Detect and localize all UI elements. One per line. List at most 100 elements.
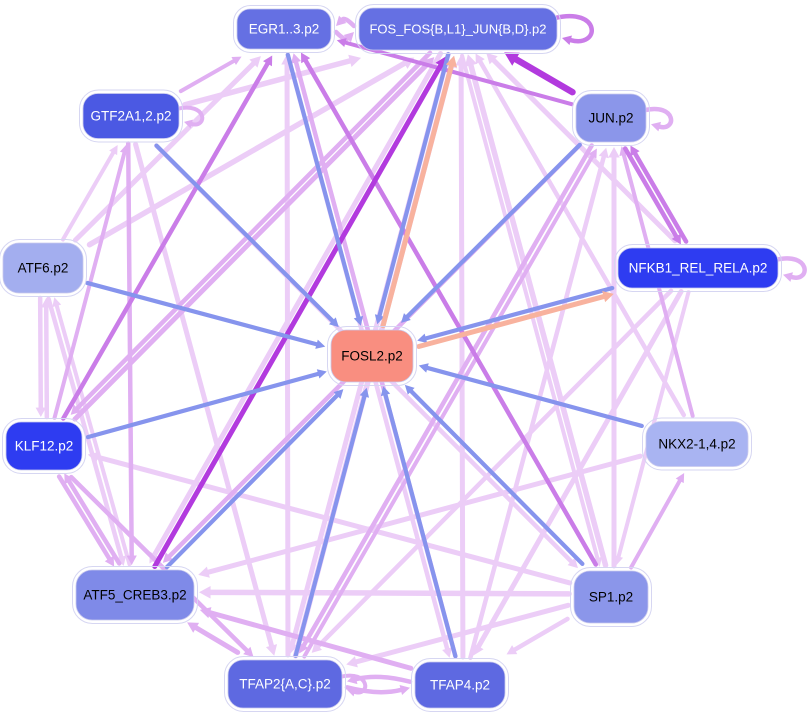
arrowhead-nkx2-atf5 <box>198 566 210 578</box>
edge-jun-tfap2 <box>301 143 594 648</box>
edge-nfkb-fos <box>491 57 678 244</box>
self-loop-arrowhead-jun <box>651 121 661 132</box>
node-box-tfap2[interactable] <box>227 659 343 709</box>
node-ring-atf5 <box>72 566 198 624</box>
arrowhead-sp1-egr <box>300 52 311 64</box>
node-ring-sp1 <box>570 567 652 627</box>
node-box-atf5[interactable] <box>75 569 195 621</box>
edge-gtf2a-fos <box>182 58 353 108</box>
node-nkx2[interactable]: NKX2-1,4.p2 <box>642 417 752 471</box>
edge-fosl2-fos <box>380 63 454 329</box>
node-box-egr[interactable] <box>236 8 332 50</box>
self-loop-gtf2a <box>175 105 205 127</box>
edge-fosl2-nfkb <box>416 294 607 349</box>
arrowhead-nfkb-tfap2 <box>311 642 322 653</box>
edge-gtf2a-atf5 <box>125 141 134 558</box>
node-box-gtf2a[interactable] <box>82 93 180 139</box>
arrowhead-klf12-egr <box>263 55 273 67</box>
node-ring-egr <box>233 5 335 53</box>
edge-sp1-tfap4 <box>512 616 570 652</box>
node-label-jun: JUN.p2 <box>588 111 633 126</box>
node-sp1[interactable]: SP1.p2 <box>570 567 652 627</box>
node-label-tfap2: TFAP2{A,C}.p2 <box>239 677 331 692</box>
edge-sp1-tfap2 <box>353 602 571 665</box>
arrowhead-jun-fosl2 <box>401 313 411 323</box>
arrowhead-fos-fosl2 <box>374 314 385 325</box>
self-loop-arrowhead-gtf2a <box>184 119 193 129</box>
arrowhead-egr-fosl2 <box>353 315 364 326</box>
node-box-sp1[interactable] <box>573 570 649 624</box>
node-ring-gtf2a <box>79 89 183 143</box>
arrowhead-nfkb-tfap4 <box>473 643 484 656</box>
self-loop-arrowhead-tfap2 <box>347 687 356 697</box>
node-box-atf6[interactable] <box>2 242 84 294</box>
arrowhead-tfap4-egr <box>291 53 302 64</box>
edge-tfap4-atf5 <box>207 610 414 671</box>
arrowhead-jun-tfap2 <box>299 642 309 654</box>
edge-nfkb-tfap4 <box>476 289 684 649</box>
node-nfkb[interactable]: NFKB1_REL_RELA.p2 <box>614 244 782 292</box>
edge-fos-egr <box>340 16 357 29</box>
arrowhead-sp1-tfap2 <box>346 656 358 668</box>
node-atf5[interactable]: ATF5_CREB3.p2 <box>72 566 198 624</box>
node-label-gtf2a: GTF2A1,2.p2 <box>90 109 171 124</box>
node-ring-fos <box>355 4 561 54</box>
node-box-fos[interactable] <box>358 7 558 51</box>
arrowhead-tfap4-fosl2 <box>380 386 391 397</box>
arrowhead-klf12-fosl2 <box>316 369 327 379</box>
arrowhead-sp1-atf5 <box>199 585 211 599</box>
arrowhead-gtf2a-egr <box>231 56 242 66</box>
edge-jun-fosl2 <box>405 142 582 319</box>
node-box-tfap4[interactable] <box>414 661 506 709</box>
arrowhead-sp1-klf12 <box>87 451 100 463</box>
node-gtf2a[interactable]: GTF2A1,2.p2 <box>79 89 183 143</box>
edge-atf6-fos <box>86 60 408 248</box>
node-fosl2[interactable]: FOSL2.p2 <box>327 326 417 386</box>
node-jun[interactable]: JUN.p2 <box>572 90 650 146</box>
node-label-sp1: SP1.p2 <box>589 590 633 605</box>
edge-klf12-fosl2 <box>85 371 321 440</box>
edge-atf6-fosl2 <box>85 280 319 347</box>
node-box-fosl2[interactable] <box>330 329 414 383</box>
edge-atf6-klf12 <box>37 295 44 410</box>
node-tfap2[interactable]: TFAP2{A,C}.p2 <box>224 656 346 712</box>
edge-nkx2-fosl2 <box>425 365 644 429</box>
node-egr[interactable]: EGR1..3.p2 <box>233 5 335 53</box>
self-loop-arrowhead-fos <box>562 35 572 46</box>
arrowhead-egr-tfap4 <box>442 647 453 658</box>
node-label-fosl2: FOSL2.p2 <box>341 349 403 364</box>
edge-tfap2-jun <box>302 154 595 659</box>
self-loop-tfap2 <box>338 673 368 695</box>
node-box-jun[interactable] <box>575 93 647 143</box>
edge-atf5-fos <box>152 63 444 569</box>
edge-nfkb-jun <box>632 151 689 244</box>
node-ring-atf6 <box>0 239 87 297</box>
node-label-tfap4: TFAP4.p2 <box>430 678 490 693</box>
arrowhead-tfap2-atf5 <box>187 622 200 633</box>
arrowhead-nfkb-sp1 <box>614 555 624 566</box>
node-tfap4[interactable]: TFAP4.p2 <box>411 658 509 712</box>
node-atf6[interactable]: ATF6.p2 <box>0 239 87 297</box>
node-box-nfkb[interactable] <box>617 247 779 289</box>
arrowhead-nfkb-fos <box>486 52 498 65</box>
arrowhead-tfap2-fosl2 <box>359 387 370 398</box>
arrowhead-atf6-egr <box>249 56 261 68</box>
node-label-nkx2: NKX2-1,4.p2 <box>658 437 735 452</box>
node-box-klf12[interactable] <box>5 421 83 471</box>
edge-egr-fosl2 <box>285 52 361 320</box>
edge-nfkb-tfap2 <box>316 288 674 649</box>
self-loop-nfkb <box>773 256 807 280</box>
node-box-nkx2[interactable] <box>645 421 749 467</box>
arrowhead-atf6-atf5 <box>116 555 127 566</box>
arrowhead-gtf2a-fos <box>348 54 362 67</box>
node-ring-tfap4 <box>411 658 509 712</box>
edge-sp1-atf5 <box>207 589 572 597</box>
arrowhead-jun-egr <box>336 38 347 48</box>
arrowhead-atf6-gtf2a <box>109 145 118 156</box>
node-ring-fosl2 <box>327 326 417 386</box>
node-klf12[interactable]: KLF12.p2 <box>2 418 86 474</box>
arrowhead-sp1-jun <box>608 147 620 158</box>
edge-fos-fosl2 <box>377 52 451 318</box>
arrowhead-fos-egr <box>336 15 347 26</box>
node-fos[interactable]: FOS_FOS{B,L1}_JUN{B,D}.p2 <box>355 4 561 54</box>
